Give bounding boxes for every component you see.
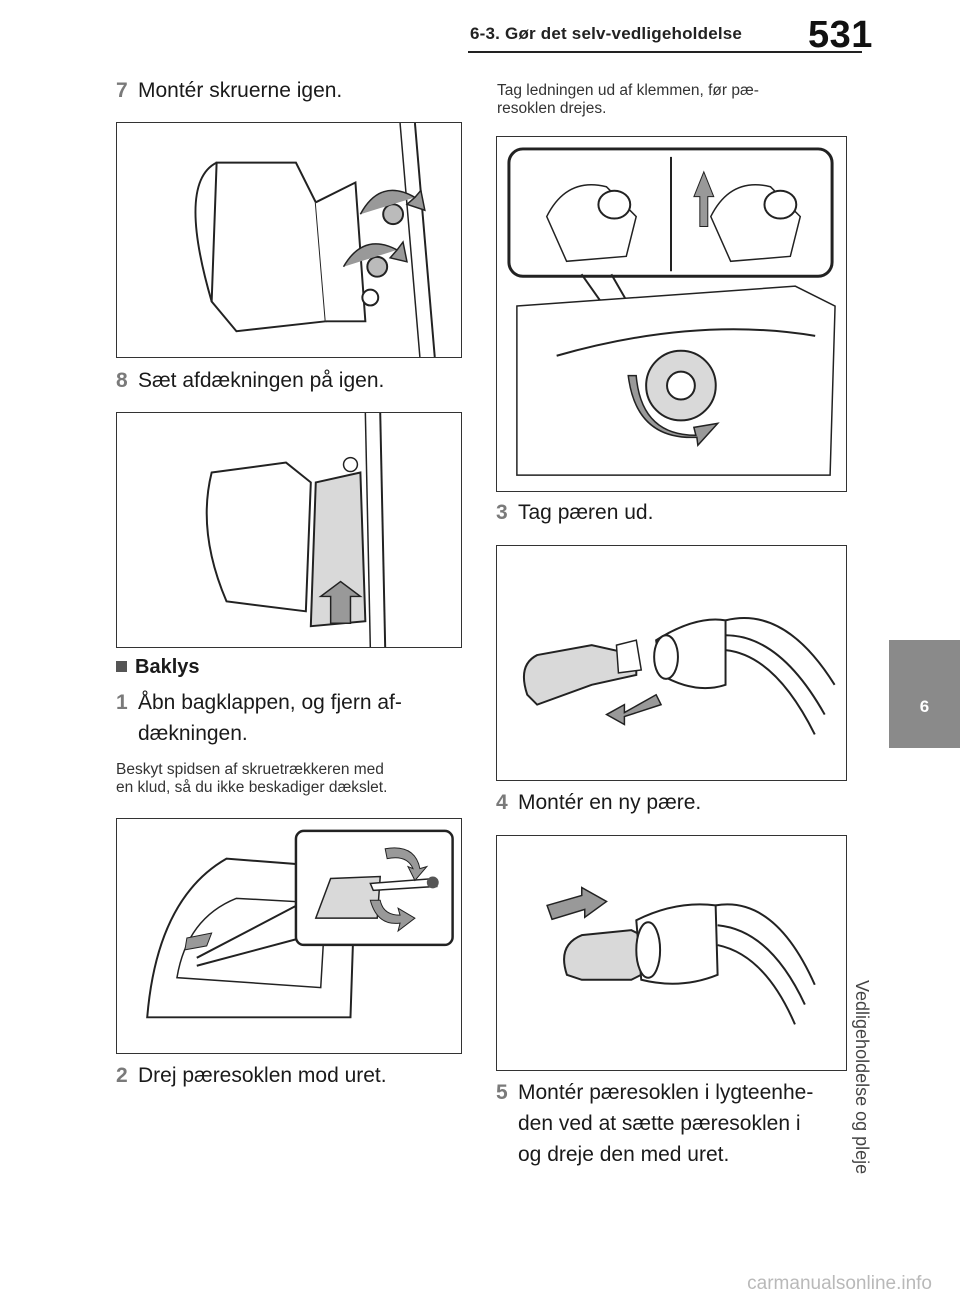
step-1-cont: dækningen. [138, 718, 248, 749]
illustration-bulb-socket [496, 136, 847, 492]
cover-refit-drawing [205, 413, 387, 647]
step-text: Drej pæresoklen mod uret. [138, 1064, 387, 1087]
chapter-tab [889, 640, 960, 748]
note-line2: resoklen drejes. [497, 100, 607, 117]
step-number: 4 [496, 791, 508, 814]
note-wire-clip: Tag ledningen ud af klemmen, før pæ- res… [497, 82, 759, 118]
step-5-cont2: og dreje den med uret. [518, 1139, 729, 1170]
header-rule [468, 51, 862, 53]
step-text: Montér en ny pære. [518, 791, 702, 814]
step-number: 2 [116, 1064, 128, 1087]
watermark: carmanualsonline.info [747, 1273, 932, 1294]
step-7: 7 Montér skruerne igen. [116, 75, 342, 106]
install-bulb-drawing [546, 886, 816, 1025]
step-1: 1 Åbn bagklappen, og fjern af- [116, 687, 402, 718]
step-3: 3 Tag pæren ud. [496, 497, 653, 528]
step-text-line1: Åbn bagklappen, og fjern af- [138, 691, 402, 714]
note-line2: en klud, så du ikke beskadiger dækslet. [116, 779, 388, 796]
step-number: 3 [496, 501, 508, 524]
step-number: 7 [116, 79, 128, 102]
note-line1: Tag ledningen ud af klemmen, før pæ- [497, 82, 759, 99]
step-text-line2: den ved at sætte pæresoklen i [518, 1112, 801, 1135]
step-4: 4 Montér en ny pære. [496, 787, 701, 818]
step-text: Sæt afdækningen på igen. [138, 369, 385, 392]
step-text-line2: dækningen. [138, 722, 248, 745]
step-number: 1 [116, 691, 128, 714]
step-text: Tag pæren ud. [518, 501, 654, 524]
step-8: 8 Sæt afdækningen på igen. [116, 365, 384, 396]
step-number: 5 [496, 1081, 508, 1104]
chapter-label: Vedligeholdelse og pleje [852, 980, 872, 1175]
step-text: Montér skruerne igen. [138, 79, 343, 102]
step-5: 5 Montér pæresoklen i lygteenhe- [496, 1077, 813, 1108]
chapter-number: 6 [919, 697, 930, 716]
note-screwdriver: Beskyt spidsen af skruetrækkeren med en … [116, 761, 387, 797]
tail-light-screws-drawing [194, 123, 436, 357]
step-text-line1: Montér pæresoklen i lygteenhe- [518, 1081, 814, 1104]
step-text-line3: og dreje den med uret. [518, 1143, 730, 1166]
illustration-cover [116, 412, 462, 648]
page-number: 531 [808, 14, 873, 56]
illustration-screws [116, 122, 462, 358]
step-5-cont: den ved at sætte pæresoklen i [518, 1108, 801, 1139]
bulb-socket-turn-drawing [507, 147, 836, 476]
section-title-backlight: Baklys [116, 656, 200, 679]
tailgate-cover-removal-drawing [146, 829, 454, 1019]
illustration-install-bulb [496, 835, 847, 1071]
note-line1: Beskyt spidsen af skruetrækkeren med [116, 761, 384, 778]
step-2: 2 Drej pæresoklen mod uret. [116, 1060, 387, 1091]
step-number: 8 [116, 369, 128, 392]
illustration-remove-bulb [496, 545, 847, 781]
square-bullet-icon [116, 661, 127, 672]
section-header: 6-3. Gør det selv-vedligeholdelse [470, 24, 743, 43]
illustration-tailgate [116, 818, 462, 1054]
remove-bulb-drawing [522, 617, 836, 735]
